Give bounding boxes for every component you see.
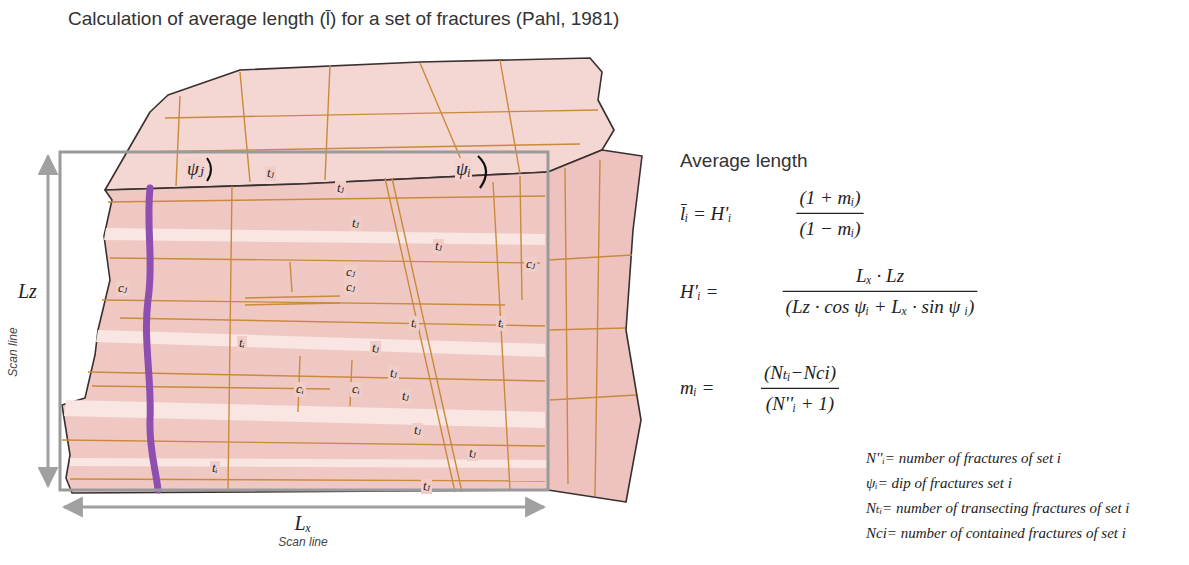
fracture-tag: tⱼ [412, 423, 423, 438]
angle-symbol: ψⱼ [186, 158, 205, 180]
dimension-arrow [47, 156, 50, 486]
fracture-tag: tⱼ [370, 341, 381, 356]
formula-text: l̄ᵢ = H'ᵢ [680, 203, 731, 225]
fracture-tag: tⱼ [388, 366, 399, 381]
dimension-label: Lz [18, 280, 37, 303]
definition-note: Nₜᵢ= number of transecting fractures of … [866, 500, 1130, 517]
fracture-tag: tⱼ [350, 216, 361, 231]
fracture-tag: cⱼ [344, 265, 357, 280]
formula-denominator: (N''ᵢ + 1) [766, 393, 834, 415]
ledges [64, 228, 548, 468]
angle-symbol: ψᵢ [455, 158, 472, 180]
fracture-tag: tⱼ [265, 166, 276, 181]
angle-arc [478, 156, 486, 188]
fracture-tag: tᵢ [210, 461, 220, 476]
fracture-tag: tᵢ [409, 316, 419, 331]
fraction-bar [796, 213, 863, 214]
definition-note: ψᵢ= dip of fractures set i [866, 475, 1012, 492]
angle-arc [207, 158, 211, 181]
fracture-tag: cⱼ [116, 281, 129, 296]
fracture-tag: tᵢ [496, 316, 506, 331]
fracture-tag: tⱼ [400, 389, 411, 404]
formula-text: H'ᵢ = [680, 281, 718, 303]
definition-note: Nci= number of contained fractures of se… [866, 525, 1126, 542]
title: Calculation of average length (l̄) for a… [68, 8, 619, 30]
dimension-label: Lₓ [295, 512, 312, 535]
fraction-bar [761, 388, 839, 389]
fracture-tag: cⱼ [344, 280, 357, 295]
fracture-tag: tⱼ [421, 479, 432, 494]
formula-numerator: Lₓ · Lz [856, 265, 904, 287]
fracture-tag: tⱼ [335, 181, 346, 196]
section-heading: Average length [680, 150, 807, 172]
definition-note: N''ᵢ= number of fractures of set i [866, 450, 1061, 467]
formula-denominator: (1 − mᵢ) [799, 218, 860, 240]
right-face [548, 150, 642, 502]
fractures [62, 60, 636, 496]
formula-numerator: (1 + mᵢ) [799, 187, 860, 209]
fracture-tag: tᵢ [237, 336, 247, 351]
formula-denominator: (Lz · cos ψᵢ + Lₓ · sin ψ ᵢ) [786, 296, 975, 318]
scan-line-label: Scan line [7, 327, 21, 376]
fracture-tag: cⱼ [524, 257, 537, 272]
formula-numerator: (Nₜᵢ−Nci) [764, 362, 836, 384]
vein [146, 188, 158, 490]
fracture-tag: cᵢ [350, 382, 362, 397]
dimension-arrow [64, 506, 544, 509]
scanline-frame [60, 152, 548, 490]
fracture-tag: tⱼ [433, 239, 444, 254]
front-face [62, 172, 548, 493]
formula-text: mᵢ = [680, 377, 714, 399]
fraction-bar [783, 291, 978, 292]
fracture-tag: cᵢ [294, 382, 306, 397]
top-face [105, 58, 614, 190]
scan-line-label: Scan line [278, 536, 327, 550]
fracture-tag: tⱼ [467, 446, 478, 461]
